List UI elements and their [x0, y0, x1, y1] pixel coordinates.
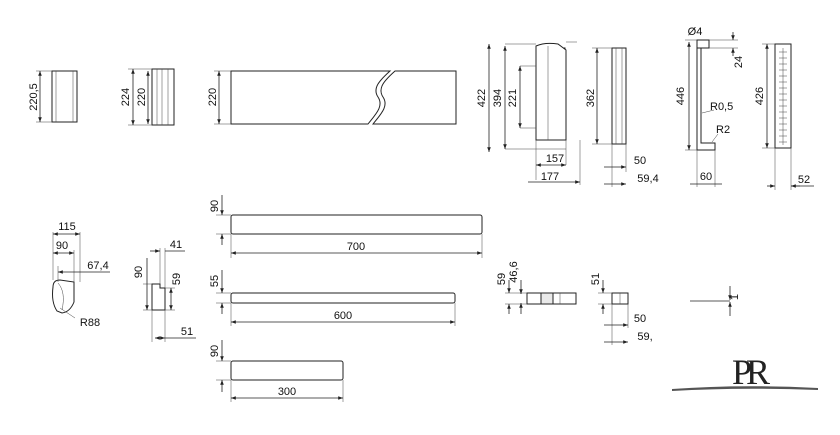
- dim-50-a: 50: [634, 155, 646, 167]
- dim-46-6: 46,6: [508, 261, 520, 282]
- dim-60: 60: [700, 171, 712, 183]
- dim-157: 157: [546, 153, 564, 165]
- dim-41: 41: [170, 239, 182, 251]
- brand-logo: PR: [672, 352, 818, 392]
- part-panel-side: 422 394 221 157 177: [476, 41, 581, 185]
- part-corner-profile: 224 220: [120, 68, 175, 126]
- part-connector: 41 90 59 51: [133, 239, 196, 342]
- part-l-profile: 446 Ø4 24 R0,5 R2 60: [675, 26, 745, 187]
- dim-59-a: 59: [171, 273, 183, 285]
- dim-220-5: 220,5: [28, 83, 40, 111]
- dim-90-b: 90: [133, 266, 145, 278]
- dim-55: 55: [209, 275, 221, 287]
- dim-59-b: 59: [496, 273, 508, 285]
- grille-slots: [779, 48, 787, 145]
- dim-700: 700: [347, 241, 365, 253]
- dim-362: 362: [585, 89, 597, 107]
- dim-600: 600: [334, 310, 352, 322]
- dim-426: 426: [754, 87, 766, 105]
- dim-o4: Ø4: [688, 26, 703, 38]
- dim-50-b: 50: [634, 313, 646, 325]
- part-grille-panel: 426 52: [754, 43, 814, 190]
- dim-221: 221: [507, 89, 519, 107]
- part-side-cover: 362 50 59,4: [585, 47, 659, 187]
- part-thin-strip: 1: [690, 286, 741, 316]
- part-end-piece: 51 50 59,: [590, 273, 653, 345]
- dim-422: 422: [476, 89, 488, 107]
- logo-text: PR: [732, 352, 770, 392]
- part-bar-300: 90 300: [209, 340, 344, 402]
- part-elbow: 115 90 67,4 R88: [52, 221, 110, 329]
- dim-300: 300: [278, 386, 296, 398]
- part-bar-700: 90 700: [209, 195, 483, 258]
- part-small-clip: 59 46,6: [496, 261, 577, 314]
- dim-r2: R2: [716, 124, 730, 136]
- dim-51-b: 51: [590, 273, 602, 285]
- dim-51-a: 51: [181, 326, 193, 338]
- dim-220-c: 220: [207, 88, 219, 106]
- dim-52: 52: [798, 174, 810, 186]
- dim-90-d: 90: [209, 345, 221, 357]
- dim-90-a: 90: [56, 240, 68, 252]
- dim-59-4: 59,4: [637, 173, 658, 185]
- dim-394: 394: [492, 89, 504, 107]
- dim-224: 224: [120, 88, 132, 106]
- dim-1: 1: [729, 294, 741, 300]
- dim-24: 24: [733, 56, 745, 68]
- dim-115: 115: [58, 221, 76, 233]
- dim-59-c: 59,: [637, 331, 652, 343]
- dim-67-4: 67,4: [87, 260, 108, 272]
- dim-446: 446: [675, 87, 687, 105]
- dim-r0-5: R0,5: [710, 101, 733, 113]
- dim-90-c: 90: [209, 200, 221, 212]
- dim-r88: R88: [80, 317, 100, 329]
- dim-220-b: 220: [136, 88, 148, 106]
- dim-177: 177: [541, 171, 559, 183]
- part-end-cap: 220,5: [28, 70, 78, 123]
- part-long-profile: 220: [207, 70, 457, 125]
- part-bar-600: 55 600: [209, 270, 456, 326]
